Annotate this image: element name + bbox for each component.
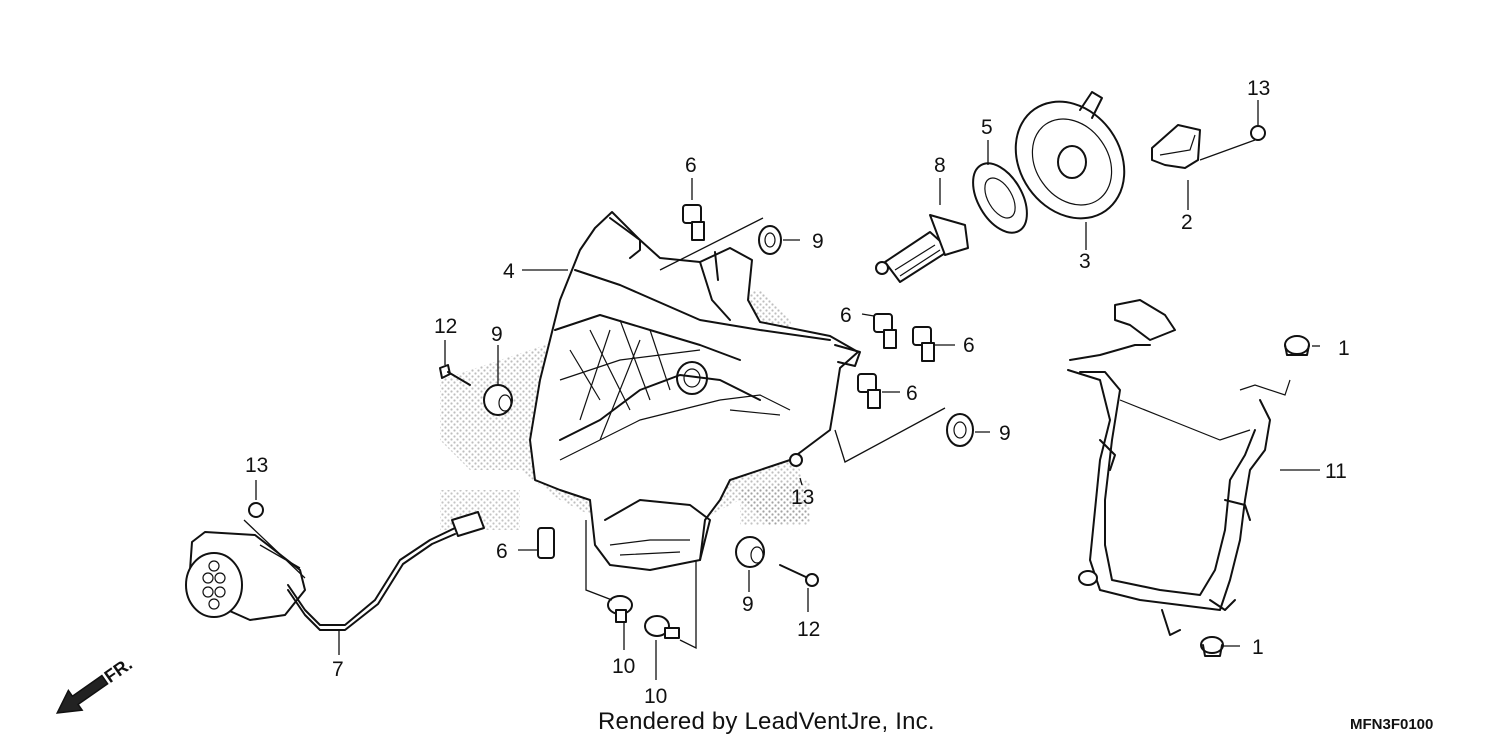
bolt-12-b — [779, 564, 819, 587]
callout-6-top: 6 — [685, 154, 697, 177]
clip-10-b — [644, 615, 680, 639]
callout-1-low: 1 — [1252, 636, 1264, 659]
socket-ring — [972, 162, 1028, 234]
callout-10-b: 10 — [644, 685, 667, 708]
callout-6-mid-a: 6 — [840, 304, 852, 327]
callout-9-low: 9 — [742, 593, 754, 616]
adjuster-motor — [185, 511, 485, 631]
nut-6-mid-b — [912, 326, 935, 362]
rendered-by-credit: Rendered by LeadVentJre, Inc. — [598, 708, 935, 735]
rear-cover — [1014, 91, 1126, 220]
callout-12-low: 12 — [797, 618, 820, 641]
rubber-9-a — [758, 225, 782, 255]
grommet-upper — [1284, 335, 1310, 356]
callout-10-a: 10 — [612, 655, 635, 678]
nut-6-top — [682, 204, 705, 241]
diagram-code: MFN3F0100 — [1350, 716, 1434, 733]
front-arrow-icon: FR. — [55, 654, 136, 714]
callout-12-top: 12 — [434, 315, 457, 338]
callout-1-top: 1 — [1338, 337, 1350, 360]
nut-6-low — [537, 527, 555, 559]
callout-6-low: 6 — [496, 540, 508, 563]
callout-9-left: 9 — [491, 323, 503, 346]
bracket — [1151, 124, 1201, 169]
callout-4: 4 — [503, 260, 515, 283]
callout-5: 5 — [981, 116, 993, 139]
rubber-9-c — [946, 413, 974, 447]
callout-6-mid-c: 6 — [906, 382, 918, 405]
callout-7: 7 — [332, 658, 344, 681]
bolt-12-a — [439, 364, 471, 386]
nut-6-mid-a — [873, 313, 897, 349]
callout-13-top: 13 — [1247, 77, 1270, 100]
hardware — [248, 125, 1266, 639]
grommet-lower — [1200, 636, 1224, 657]
headlight-housing — [529, 211, 861, 571]
clip-10-a — [607, 595, 633, 623]
callout-11: 11 — [1325, 460, 1347, 483]
rubber-9-b — [483, 384, 513, 416]
callout-3: 3 — [1079, 250, 1091, 273]
callout-6-mid-b: 6 — [963, 334, 975, 357]
rubber-9-d — [735, 536, 765, 568]
callout-13-left: 13 — [245, 454, 268, 477]
callout-9-top: 9 — [812, 230, 824, 253]
callout-8: 8 — [934, 154, 946, 177]
bolt-13-c — [248, 502, 264, 518]
leader-lines — [243, 100, 1320, 680]
headlight-frame-stay — [1067, 299, 1291, 636]
bolt-13-b — [789, 453, 803, 467]
callout-9-right: 9 — [999, 422, 1011, 445]
nut-6-mid-c — [857, 373, 881, 409]
callout-13-mid: 13 — [791, 486, 814, 509]
bolt-13-a — [1250, 125, 1266, 141]
headlight-bulb — [875, 214, 969, 283]
callout-2: 2 — [1181, 211, 1193, 234]
callout-labels: 13 5 8 6 2 3 9 4 6 6 12 9 1 6 9 11 13 13… — [245, 77, 1350, 708]
